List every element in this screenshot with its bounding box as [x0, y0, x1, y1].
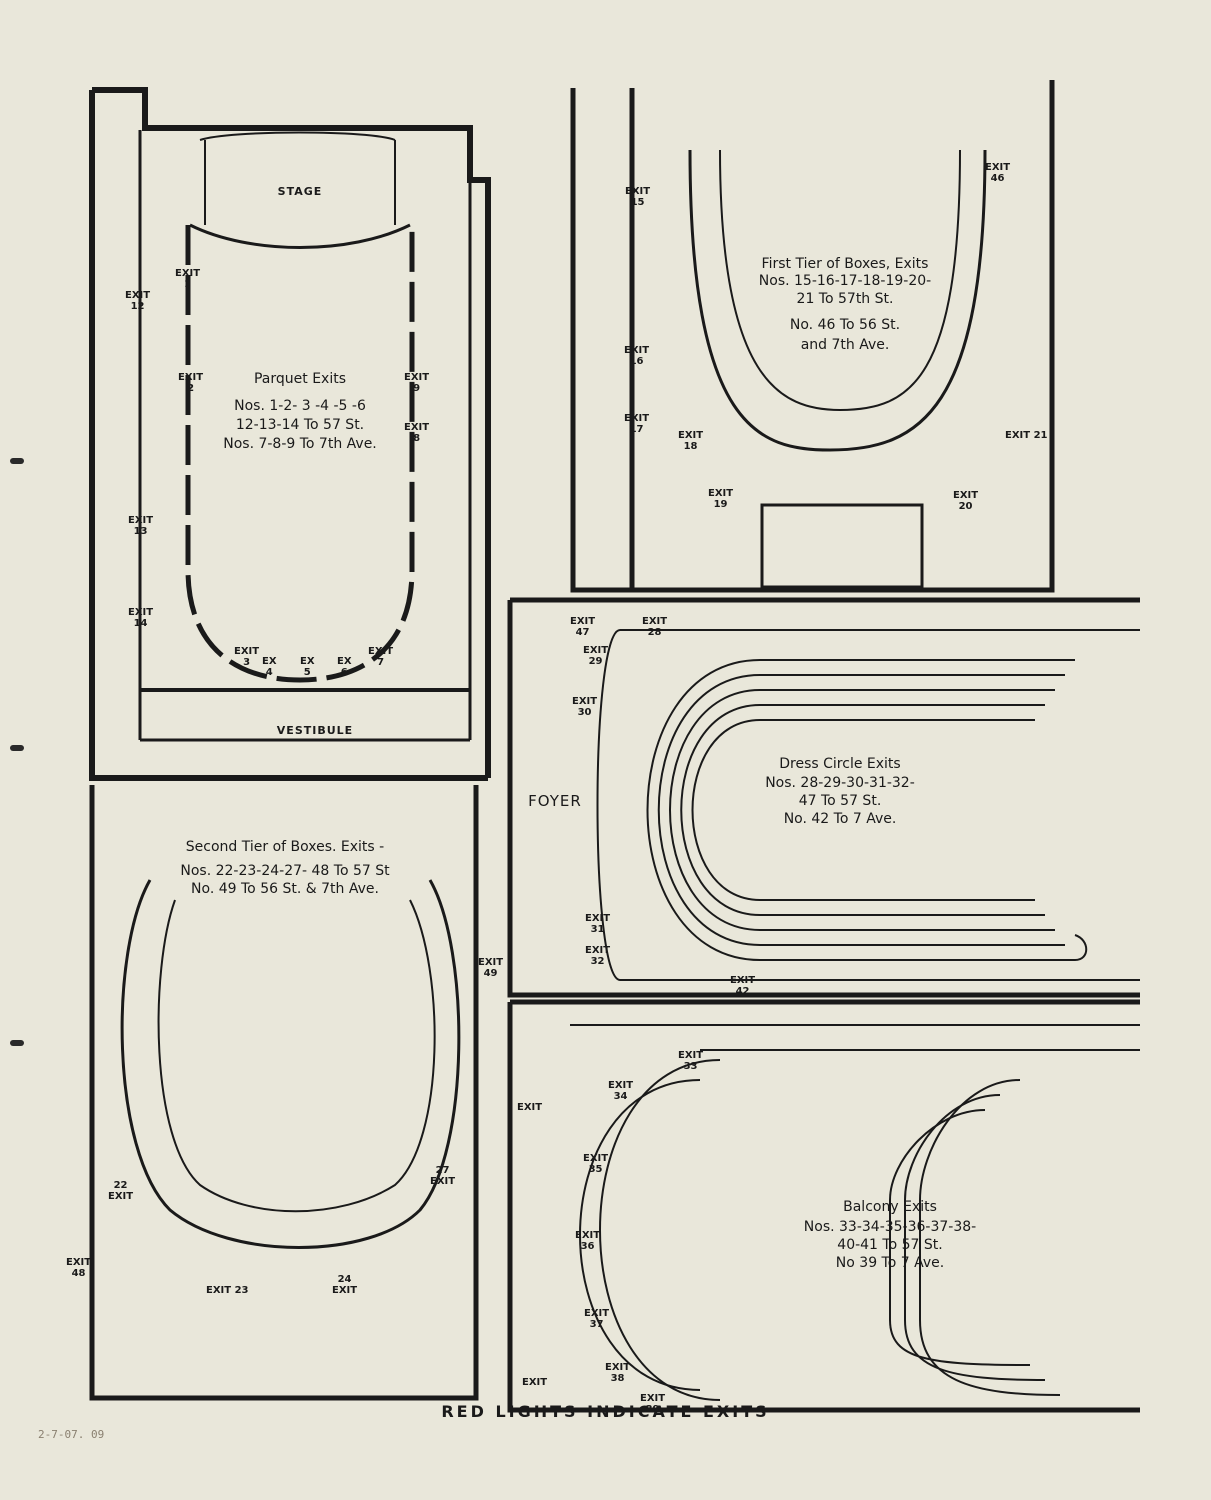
- balcony-walls: [507, 999, 1140, 1413]
- exit-label: EXIT 16: [624, 345, 650, 367]
- first-tier-line-4: and 7th Ave.: [800, 337, 890, 353]
- exit-label: EXIT 19: [708, 488, 734, 510]
- dress-circle-line-2: 47 To 57 St.: [798, 793, 882, 809]
- exit-label: EXIT: [522, 1377, 548, 1388]
- exit-label: EXIT 12: [125, 290, 151, 312]
- exit-label: EXIT 29: [583, 645, 609, 667]
- exit-label: EXIT 14: [128, 607, 154, 629]
- exit-label: EX 5: [300, 656, 315, 678]
- exit-label: EXIT 34: [608, 1080, 634, 1102]
- first-tier-walls: [570, 80, 1055, 593]
- second-tier-walls: [89, 785, 479, 1401]
- dress-circle-heading: Dress Circle Exits: [779, 756, 901, 772]
- exit-label: EXIT 33: [678, 1050, 704, 1072]
- parquet-heading: Parquet Exits: [253, 371, 347, 387]
- exit-label: EX 4: [262, 656, 277, 678]
- balcony-line-3: No 39 To 7 Ave.: [835, 1255, 945, 1271]
- handwritten-note: 2-7-07. 09: [38, 1428, 105, 1441]
- exit-label: EXIT 28: [642, 616, 668, 638]
- first-tier-box-ring-inner: [719, 149, 961, 412]
- dress-circle-walls: [507, 597, 1140, 998]
- binder-ring: [10, 745, 24, 751]
- parquet-line-1: Nos. 1-2- 3 -4 -5 -6: [234, 398, 366, 414]
- exit-label: EXIT 2: [178, 372, 204, 394]
- exit-label: EXIT 39: [640, 1393, 666, 1415]
- exit-label: EXIT: [517, 1102, 543, 1113]
- exit-label: EXIT 32: [585, 945, 611, 967]
- exit-label: EXIT 1: [175, 268, 201, 290]
- exit-label: EXIT 36: [575, 1230, 601, 1252]
- parquet-inner-wall: [138, 130, 472, 740]
- exit-label: EXIT 15: [625, 186, 651, 208]
- exit-label: EXIT 8: [404, 422, 430, 444]
- second-tier-heading: Second Tier of Boxes. Exits -: [185, 839, 385, 855]
- second-tier-line-1: Nos. 22-23-24-27- 48 To 57 St: [180, 863, 390, 879]
- binder-ring: [10, 458, 24, 464]
- exit-label: EXIT 13: [128, 515, 154, 537]
- exit-label: EXIT 49: [478, 957, 504, 979]
- stage-arc: [189, 223, 411, 249]
- parquet-line-2: 12-13-14 To 57 St.: [235, 417, 365, 433]
- exit-label: EXIT 21: [1005, 430, 1048, 441]
- balcony-line-1: Nos. 33-34-35-36-37-38-: [803, 1219, 977, 1235]
- stage-label: STAGE: [277, 185, 323, 198]
- exit-label: EXIT 30: [572, 696, 598, 718]
- second-tier-line-2: No. 49 To 56 St. & 7th Ave.: [191, 881, 379, 897]
- exit-label: EXIT 37: [584, 1308, 610, 1330]
- exit-label: EXIT 18: [678, 430, 704, 452]
- dress-circle-aisle: [596, 629, 1140, 981]
- first-tier-heading: First Tier of Boxes, Exits: [761, 256, 929, 272]
- stage-outline: [199, 131, 396, 225]
- second-tier-ring: [120, 879, 461, 1249]
- exit-label: EXIT 3: [234, 646, 260, 668]
- exit-label: EXIT 31: [585, 913, 611, 935]
- balcony-heading: Balcony Exits: [843, 1199, 937, 1215]
- dress-circle-line-1: Nos. 28-29-30-31-32-: [765, 775, 915, 791]
- exit-label: EXIT 7: [368, 646, 394, 668]
- balcony-rows: [579, 1059, 1061, 1401]
- dress-circle-line-3: No. 42 To 7 Ave.: [783, 811, 897, 827]
- vestibule-label: VESTIBULE: [276, 724, 354, 737]
- second-tier-ring-inner: [157, 899, 436, 1213]
- parquet-auditorium: [185, 225, 415, 683]
- exit-label: EXIT 47: [570, 616, 596, 638]
- exit-label: EX 6: [337, 656, 352, 678]
- balcony-aisle: [570, 1024, 1140, 1051]
- balcony-line-2: 40-41 To 57 St.: [837, 1237, 943, 1253]
- first-tier-line-2: 21 To 57th St.: [796, 291, 894, 307]
- exit-label: EXIT 42: [730, 975, 756, 997]
- exit-label: 24 EXIT: [332, 1274, 358, 1296]
- exit-label: EXIT 17: [624, 413, 650, 435]
- first-tier-box-ring: [688, 149, 987, 452]
- exit-label: EXIT 20: [953, 490, 979, 512]
- first-tier-line-1: Nos. 15-16-17-18-19-20-: [758, 273, 932, 289]
- exit-label: 22 EXIT: [108, 1180, 134, 1202]
- exit-label: EXIT 35: [583, 1153, 609, 1175]
- first-tier-line-3: No. 46 To 56 St.: [789, 317, 901, 333]
- dress-circle-rows: [646, 659, 1088, 961]
- parquet-line-3: Nos. 7-8-9 To 7th Ave.: [223, 436, 377, 452]
- foyer-label: FOYER: [528, 792, 582, 810]
- exit-label: 27 EXIT: [430, 1165, 456, 1187]
- exit-label: EXIT 9: [404, 372, 430, 394]
- first-tier-lobby: [760, 503, 924, 589]
- binder-ring: [10, 1040, 24, 1046]
- exit-label: EXIT 48: [66, 1257, 92, 1279]
- exit-label: EXIT 38: [605, 1362, 631, 1384]
- exit-label: EXIT 46: [985, 162, 1011, 184]
- footer-note: RED LIGHTS INDICATE EXITS: [441, 1402, 770, 1421]
- exit-label: EXIT 23: [206, 1285, 249, 1296]
